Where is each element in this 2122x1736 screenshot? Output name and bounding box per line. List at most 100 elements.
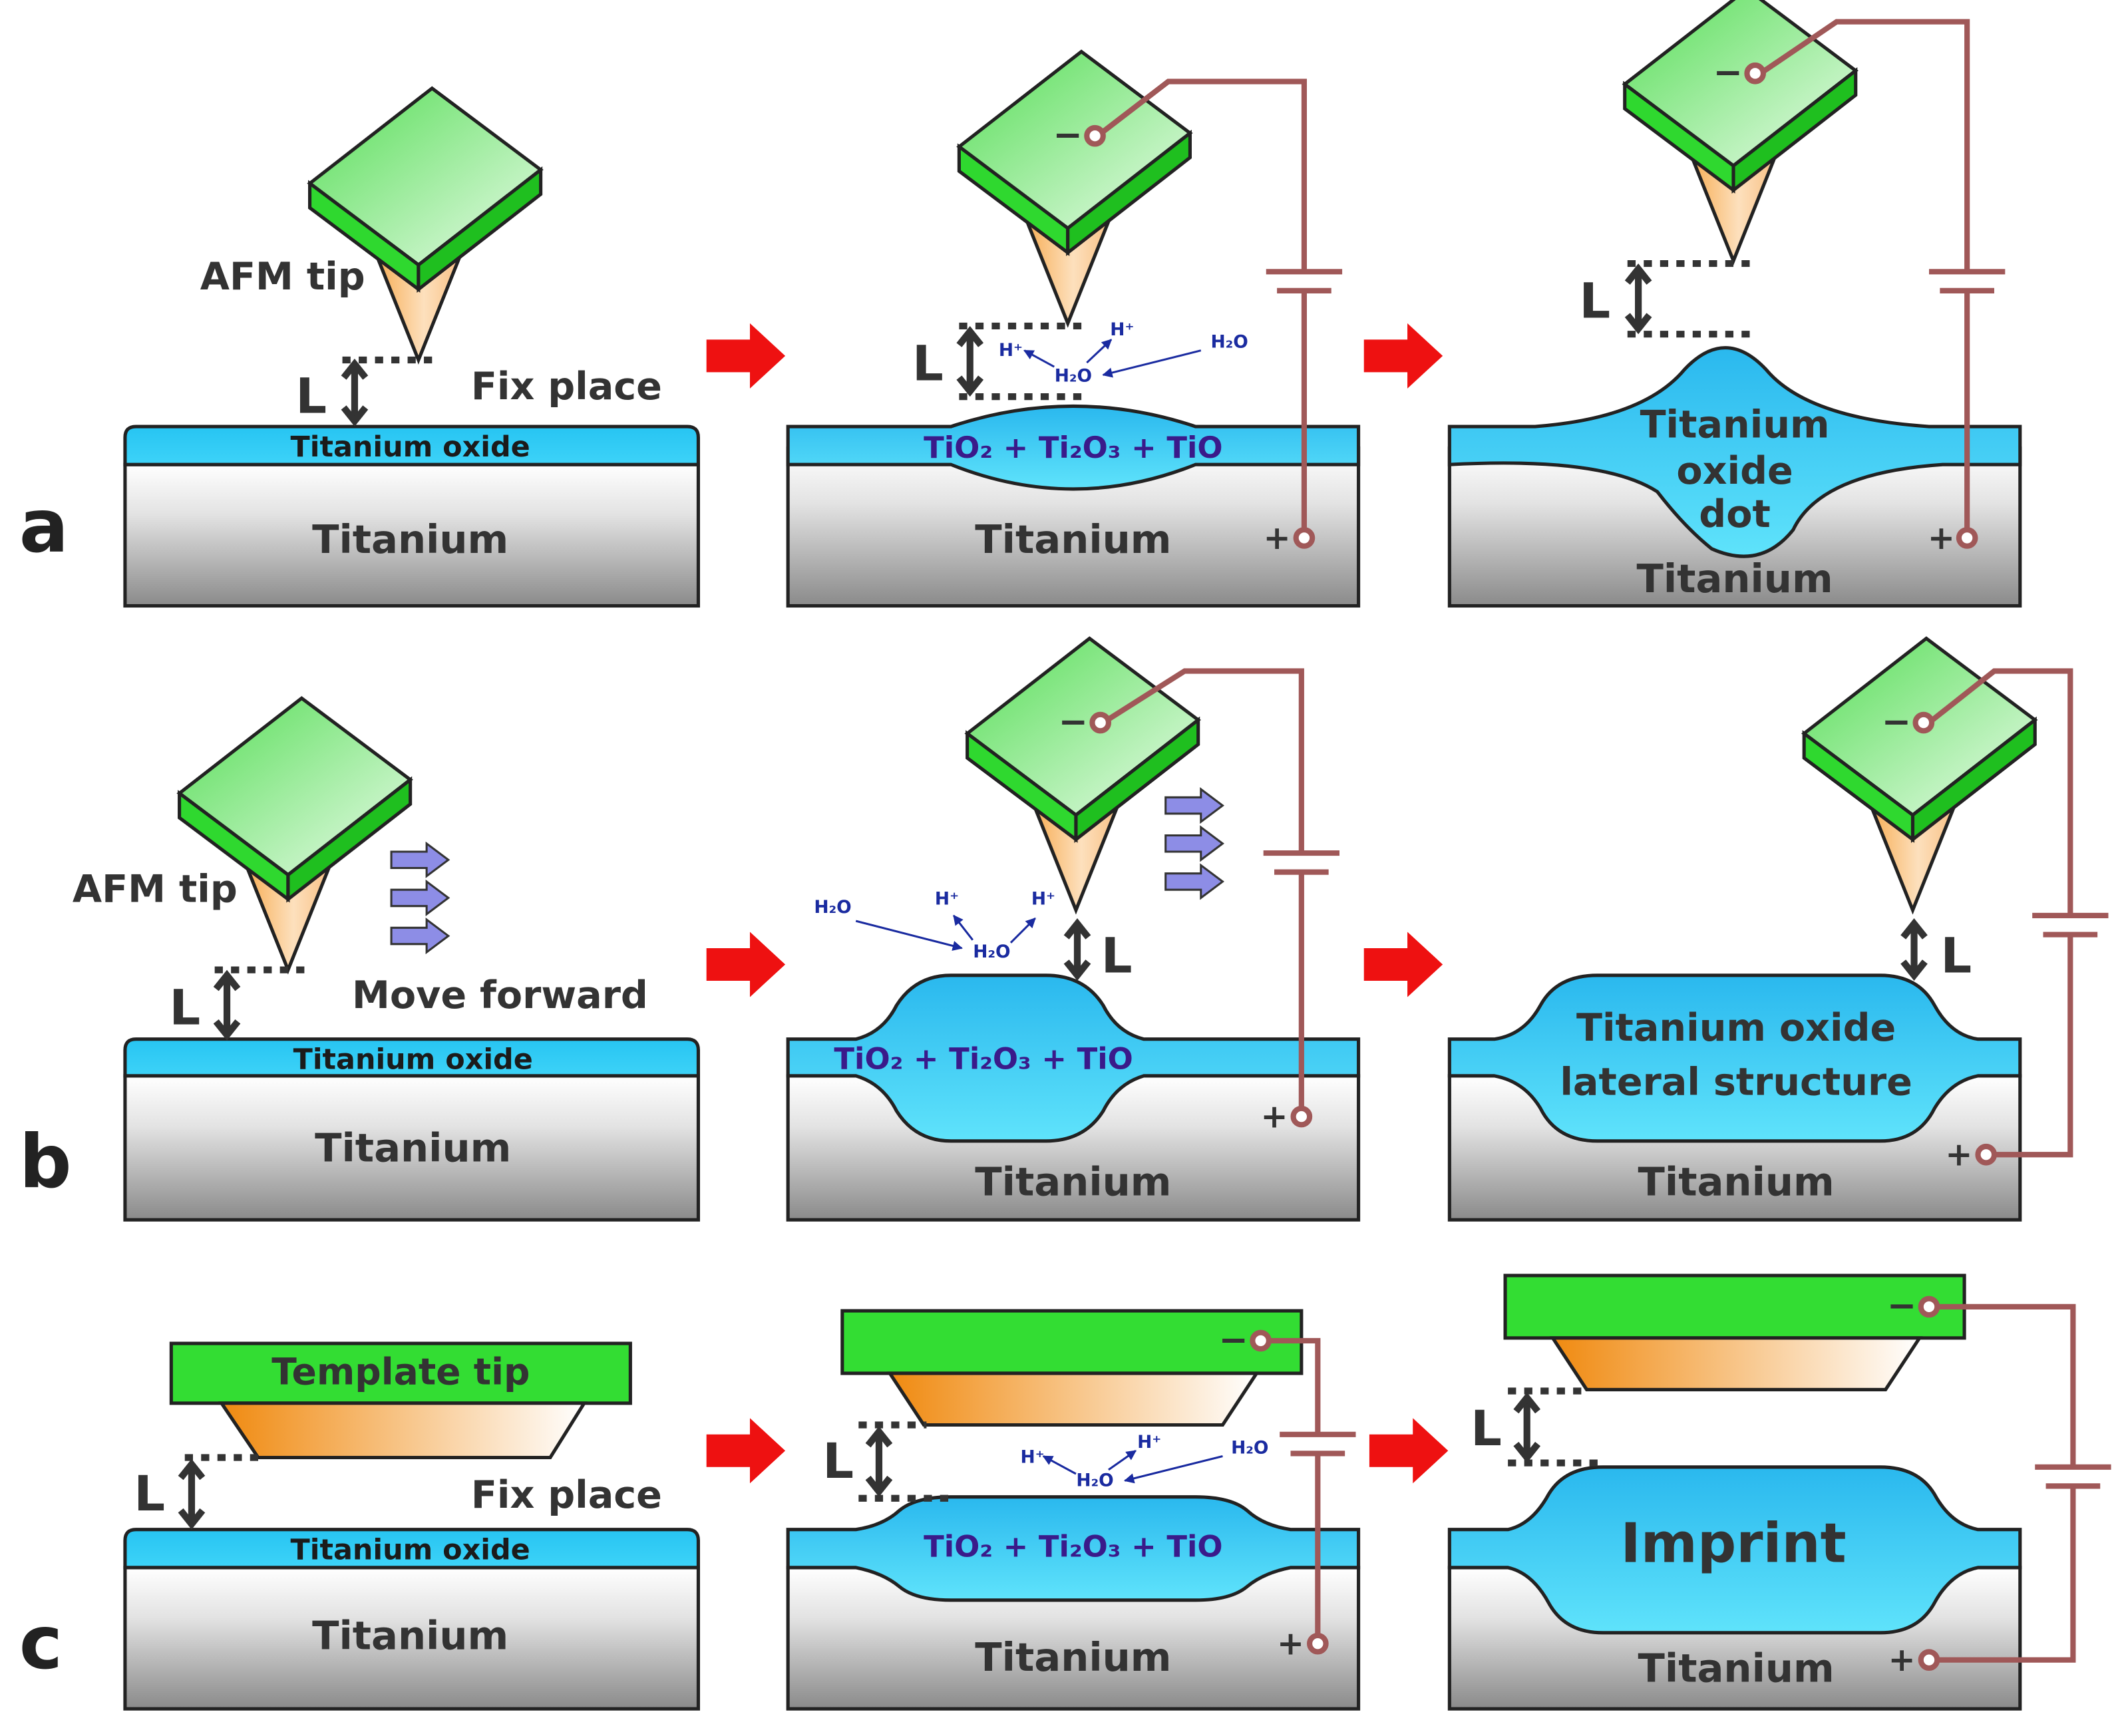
gap-arrowheads [1624,263,1652,335]
template-tip-body [886,1371,1260,1427]
oxide-line-2: lateral structure [1560,1060,1912,1104]
metal-label: Titanium [312,1612,508,1658]
reaction-arrow [1108,1450,1137,1471]
process-arrow-icon [706,932,786,997]
panel-c1: Titanium oxide Titanium Template tip L F… [123,1341,700,1711]
negative-sign: − [1059,701,1088,742]
titanium-block [123,1074,700,1222]
gap-arrowheads [341,358,369,427]
reaction-arrow [1023,349,1055,368]
oxide-bump [786,973,1361,1143]
afm-tip-icon [968,638,1198,910]
positive-terminal [1975,1143,1998,1166]
gap-label: L [295,369,327,425]
positive-terminal [1293,527,1316,549]
species-h-plus: H⁺ [1137,1432,1161,1453]
reaction-arrow [855,920,963,951]
species-h-plus: H⁺ [1021,1447,1045,1468]
process-arrow-icon [1369,1418,1449,1484]
panel-a2: TiO₂ + Ti₂O₃ + TiO Titanium L H⁺ H⁺ H₂O … [786,52,1361,608]
reaction-arrow [1102,349,1202,378]
row-label-a: a [19,484,69,569]
species-h-plus: H⁺ [935,889,959,910]
row-c: c Titanium oxide Titanium Template tip L… [19,1274,2111,1711]
negative-sign: − [1713,52,1743,93]
template-tip [840,1309,1304,1375]
species-water: H₂O [1210,332,1248,353]
panel-b2: TiO₂ + Ti₂O₃ + TiO Titanium L H₂O H⁺ H⁺ … [786,638,1361,1222]
panel-b1: Titanium oxide Titanium AFM tip L Move f… [73,698,700,1222]
positive-terminal [1307,1632,1329,1655]
reaction-arrow [953,914,974,941]
panel-c3: Imprint Titanium L − + [1447,1274,2111,1711]
gap-label: L [1940,928,1972,985]
afm-tip-icon [180,698,411,969]
gap-arrowheads [178,1459,206,1530]
row-b: b Titanium oxide Titanium AFM tip L Move… [19,638,2109,1222]
negative-sign: − [1219,1319,1248,1360]
negative-terminal [1744,62,1767,85]
circuit-wire [1268,1337,1321,1636]
oxide-line-1: Titanium oxide [1576,1006,1896,1050]
metal-label: Titanium [975,516,1171,562]
gap-arrowheads [213,969,241,1041]
afm-tip-icon [1804,638,2035,910]
oxide-label: Imprint [1620,1512,1846,1576]
reaction-arrow [1123,1455,1223,1484]
panel-a3: Titanium oxide dot Titanium L − + [1447,0,2022,608]
oxide-layer [123,425,700,466]
action-label: Move forward [352,973,648,1017]
metal-label: Titanium [312,516,508,562]
gap-label: L [912,336,944,393]
species-water: H₂O [973,942,1010,962]
species-water: H₂O [1055,366,1092,387]
gap-arrowheads [1063,918,1091,981]
oxide-label: TiO₂ + Ti₂O₃ + TiO [924,430,1222,465]
gap-label: L [1101,928,1133,985]
template-tip [169,1341,632,1405]
process-arrow-icon [706,1418,786,1484]
move-forward-arrows-icon [390,842,450,954]
circuit-wire [1759,19,1970,530]
tip-label: AFM tip [200,255,365,299]
titanium-block [123,462,700,608]
species-water: H₂O [1076,1470,1113,1490]
row-label-b: b [19,1119,72,1204]
panel-b3: Titanium oxide lateral structure Titaniu… [1447,638,2109,1222]
metal-label: Titanium [1638,1645,1835,1691]
template-tip-body [218,1401,588,1460]
positive-sign: + [1888,1641,1916,1679]
negative-terminal [1084,124,1106,147]
gap-arrowheads [956,325,984,397]
negative-sign: − [1053,114,1082,155]
gap-label: L [822,1433,854,1490]
oxide-label: Titanium oxide [293,1043,533,1077]
positive-sign: + [1945,1136,1972,1174]
negative-terminal [1912,711,1935,734]
oxide-label: TiO₂ + Ti₂O₃ + TiO [834,1041,1133,1077]
row-a: a Titanium oxide Titanium AFM tip L Fix … [19,0,2022,608]
gap-arrowheads [1900,918,1928,981]
species-h-plus: H⁺ [999,340,1023,361]
positive-sign: + [1928,519,1955,557]
negative-terminal [1918,1296,1940,1318]
positive-sign: + [1277,1625,1304,1663]
circuit-wire [1096,79,1308,530]
positive-terminal [1290,1105,1313,1128]
panel-c2: TiO₂ + Ti₂O₃ + TiO Titanium L H⁺ H⁺ H₂O … [786,1309,1361,1711]
oxide-layer [123,1528,700,1570]
gap-arrowheads [865,1426,893,1497]
species-water: H₂O [1231,1437,1268,1458]
oxide-lateral-structure [1447,973,2022,1143]
species-h-plus: H⁺ [1110,319,1134,340]
move-forward-arrows-icon [1164,788,1224,899]
reaction-arrow [1086,339,1113,364]
gap-label: L [169,979,200,1036]
oxide-line-2: oxide [1676,449,1793,493]
reaction-arrow [1009,917,1036,944]
tip-label: AFM tip [73,868,238,912]
species-h-plus: H⁺ [1031,889,1055,910]
afm-tip-icon [1625,0,1856,261]
positive-terminal [1956,527,1978,549]
